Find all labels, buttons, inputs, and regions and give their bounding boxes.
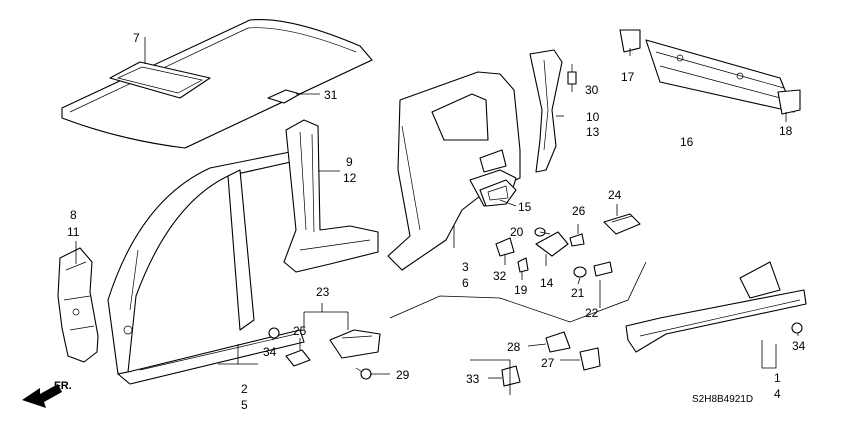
callout-31: 31 (324, 88, 338, 102)
rear-panel (645, 39, 795, 113)
center-pillar (283, 119, 379, 273)
callout-20: 20 (510, 225, 524, 239)
fuel-lid-opener-cable (389, 261, 647, 323)
leader-lines (75, 37, 799, 395)
callout-14: 14 (540, 276, 554, 290)
callout-12: 12 (343, 171, 357, 185)
callout-34-right: 34 (792, 339, 806, 353)
callout-10: 10 (586, 110, 600, 124)
callout-32: 32 (493, 269, 507, 283)
callout-25: 25 (293, 324, 307, 338)
rear-side-outer-panel (387, 71, 521, 271)
callout-15: 15 (518, 200, 532, 214)
plug-left (268, 327, 280, 339)
callout-4: 4 (774, 387, 781, 401)
grommet (501, 365, 521, 387)
roof-panel (61, 19, 373, 149)
callout-30: 30 (585, 83, 599, 97)
release-handle (545, 331, 571, 353)
callout-27: 27 (541, 356, 555, 370)
callout-28: 28 (507, 340, 521, 354)
callout-16: 16 (680, 135, 694, 149)
callout-9: 9 (346, 155, 353, 169)
callout-13: 13 (586, 125, 600, 139)
rear-pillar (529, 49, 563, 173)
plug-right (791, 322, 803, 334)
callout-2: 2 (241, 382, 248, 396)
callout-3: 3 (462, 260, 469, 274)
rear-panel-bracket-left (619, 29, 641, 53)
callout-17: 17 (621, 70, 635, 84)
callout-6: 6 (462, 276, 469, 290)
fuel-lid (535, 231, 569, 257)
callout-26: 26 (572, 204, 586, 218)
callout-7: 7 (133, 31, 140, 45)
callout-33: 33 (466, 372, 480, 386)
front-direction-arrow: FR. (22, 380, 72, 408)
pillar-bolt (567, 64, 577, 85)
callout-18: 18 (779, 124, 793, 138)
rear-panel-bracket-right (777, 89, 801, 115)
callout-19: 19 (514, 283, 528, 297)
cable-clip (579, 347, 601, 371)
callout-11: 11 (67, 225, 80, 239)
fuel-lid-opener (603, 213, 641, 235)
fuel-filler-base (479, 179, 517, 207)
fuel-lid-lock-actuator (569, 233, 585, 247)
callout-23: 23 (316, 285, 330, 299)
callouts: 7 31 8 11 9 12 30 10 13 17 16 18 15 24 2… (67, 31, 806, 412)
diagram-code: S2H8B4921D (692, 394, 753, 405)
callout-34-left: 34 (263, 345, 277, 359)
fuel-lid-spring (517, 257, 529, 273)
callout-22: 22 (585, 306, 599, 320)
fuel-lid-hinge (495, 237, 515, 257)
callout-8: 8 (70, 208, 77, 222)
callout-1: 1 (774, 371, 781, 385)
side-sill (625, 261, 807, 353)
front-inner-panel (57, 247, 99, 363)
opener-lever-assembly (329, 329, 381, 359)
callout-29: 29 (396, 368, 410, 382)
callout-21: 21 (571, 286, 585, 300)
direction-label: FR. (54, 380, 72, 392)
callout-24: 24 (608, 188, 622, 202)
lever-cover (285, 349, 311, 367)
side-outer-panel (107, 149, 305, 385)
flange-bolt (355, 367, 372, 380)
callout-5: 5 (241, 398, 248, 412)
